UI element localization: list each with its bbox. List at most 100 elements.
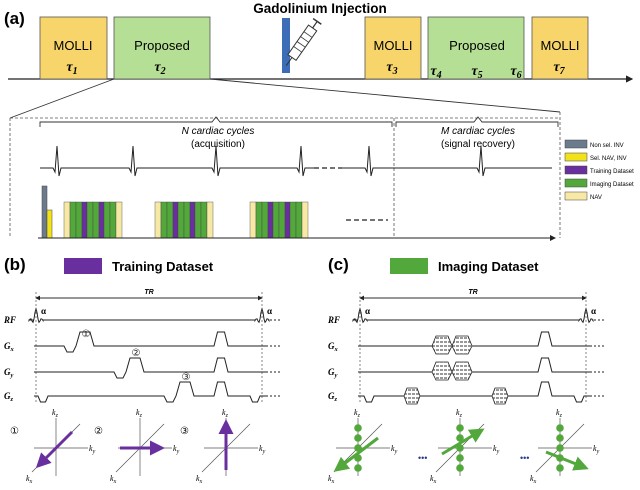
non-sel-inv-bar bbox=[41, 185, 48, 239]
kspace-sample-5 bbox=[354, 464, 362, 472]
proposed-block-1: Proposed τ2 bbox=[113, 16, 211, 80]
kspace-sample-1 bbox=[556, 424, 564, 432]
slice-encode-block-1 bbox=[403, 387, 421, 405]
legend-label-5: NAV bbox=[590, 195, 602, 201]
acquisition-blocks bbox=[41, 185, 309, 239]
kspace-sample-4 bbox=[456, 454, 464, 462]
imaging-legend-label: Imaging Dataset bbox=[438, 259, 539, 274]
acq-bar-1-10 bbox=[115, 201, 123, 239]
acq-bar-2-8 bbox=[194, 201, 202, 239]
proposed-2-label: Proposed bbox=[449, 38, 505, 53]
proposed-1-label: Proposed bbox=[134, 38, 190, 53]
n-cycles-label: N cardiac cycles bbox=[182, 126, 255, 137]
ellipsis-2: ••• bbox=[520, 453, 529, 463]
gy-line bbox=[358, 357, 592, 373]
kspace-sample-2 bbox=[354, 434, 362, 442]
legend-swatch-1 bbox=[564, 139, 588, 149]
row-label-3: Gy bbox=[4, 367, 14, 379]
kspace-marker-3: ③ bbox=[180, 426, 189, 437]
kz-label: kz bbox=[136, 408, 143, 419]
acq-bar-2-6 bbox=[183, 201, 191, 239]
alpha-label-2: α bbox=[267, 306, 272, 316]
ecg-segment-1 bbox=[40, 145, 314, 177]
acq-bar-3-9 bbox=[295, 201, 303, 239]
rf-line bbox=[352, 307, 594, 324]
brace-recovery bbox=[395, 116, 559, 127]
kspace-sample-5 bbox=[456, 464, 464, 472]
kspace-sample-3 bbox=[456, 444, 464, 452]
kx-label: kx bbox=[530, 474, 537, 485]
legend-label-1: Non sel. INV bbox=[590, 143, 624, 149]
acq-bar-2-4 bbox=[172, 201, 179, 239]
ellipsis-1: ••• bbox=[418, 453, 427, 463]
tau-6: τ6 bbox=[510, 64, 521, 81]
legend-swatch-5 bbox=[564, 191, 588, 201]
gradient-marker-2: ② bbox=[132, 348, 141, 359]
zoom-line-left bbox=[9, 78, 115, 119]
molli-7-label: MOLLI bbox=[540, 38, 579, 53]
acq-bar-1-2 bbox=[69, 201, 77, 239]
legend-label-4: Imaging Dataset bbox=[590, 182, 634, 188]
ky-label: ky bbox=[89, 444, 96, 455]
kspace-sample-3 bbox=[556, 444, 564, 452]
tau-3: τ3 bbox=[386, 60, 397, 77]
acq-bar-1-8 bbox=[103, 201, 111, 239]
signal-recovery-label: (signal recovery) bbox=[441, 139, 515, 150]
acq-bar-2-2 bbox=[160, 201, 168, 239]
acq-bar-1-7 bbox=[98, 201, 105, 239]
acq-bar-3-1 bbox=[249, 201, 257, 239]
phase-encode-block-4 bbox=[451, 361, 473, 381]
kspace-marker-1: ① bbox=[10, 426, 19, 437]
ky-label: ky bbox=[391, 444, 398, 455]
kz-label: kz bbox=[354, 408, 361, 419]
acq-bar-3-7 bbox=[284, 201, 291, 239]
training-swatch bbox=[64, 258, 102, 274]
rf-line bbox=[28, 307, 270, 324]
ecg-trace bbox=[40, 145, 552, 177]
kspace-sample-2 bbox=[456, 434, 464, 442]
brace-acquisition bbox=[39, 116, 393, 127]
kx-label: kx bbox=[110, 474, 117, 485]
ecg-segment-2 bbox=[342, 145, 552, 177]
molli-block-3: MOLLI τ7 bbox=[531, 16, 589, 80]
acq-bar-3-8 bbox=[289, 201, 297, 239]
kz-label: kz bbox=[52, 408, 59, 419]
kx-label: kx bbox=[430, 474, 437, 485]
phase-encode-block-1 bbox=[431, 335, 453, 355]
acq-bar-1-5 bbox=[86, 201, 94, 239]
training-traj-kx bbox=[35, 430, 74, 469]
kz-label: kz bbox=[456, 408, 463, 419]
acq-bar-2-10 bbox=[206, 201, 214, 239]
acq-bar-1-6 bbox=[92, 201, 100, 239]
panel-b-label: (b) bbox=[4, 255, 26, 274]
zoom-line-right bbox=[209, 78, 561, 113]
tau-2: τ2 bbox=[154, 60, 165, 77]
slice-encode-block-2 bbox=[491, 387, 509, 405]
phase-encode-block-2 bbox=[451, 335, 473, 355]
sel-nav-inv-bar bbox=[46, 209, 53, 239]
molli-block-2: MOLLI τ3 bbox=[364, 16, 422, 80]
row-label-4: Gz bbox=[4, 391, 14, 403]
acq-bar-1-3 bbox=[75, 201, 83, 239]
tau-1: τ1 bbox=[66, 60, 77, 77]
kspace-plots: kzkykx①kzkykx②kzkykx③kzkykxkzkykxkzkykx•… bbox=[10, 408, 600, 485]
gx-line bbox=[358, 331, 592, 347]
gx-line bbox=[34, 331, 268, 353]
gradient-marker-3: ③ bbox=[182, 372, 191, 383]
legend-swatch-4 bbox=[564, 178, 588, 188]
row-label-2: Gx bbox=[328, 341, 339, 353]
legend-label-2: Sel. NAV, INV bbox=[590, 156, 627, 162]
acq-bar-3-10 bbox=[301, 201, 309, 239]
kx-label: kx bbox=[196, 474, 203, 485]
panel-a-label: (a) bbox=[4, 9, 25, 28]
tau-4: τ4 bbox=[430, 64, 441, 81]
kspace-sample-5 bbox=[556, 464, 564, 472]
ky-label: ky bbox=[493, 444, 500, 455]
acq-bar-2-5 bbox=[177, 201, 185, 239]
